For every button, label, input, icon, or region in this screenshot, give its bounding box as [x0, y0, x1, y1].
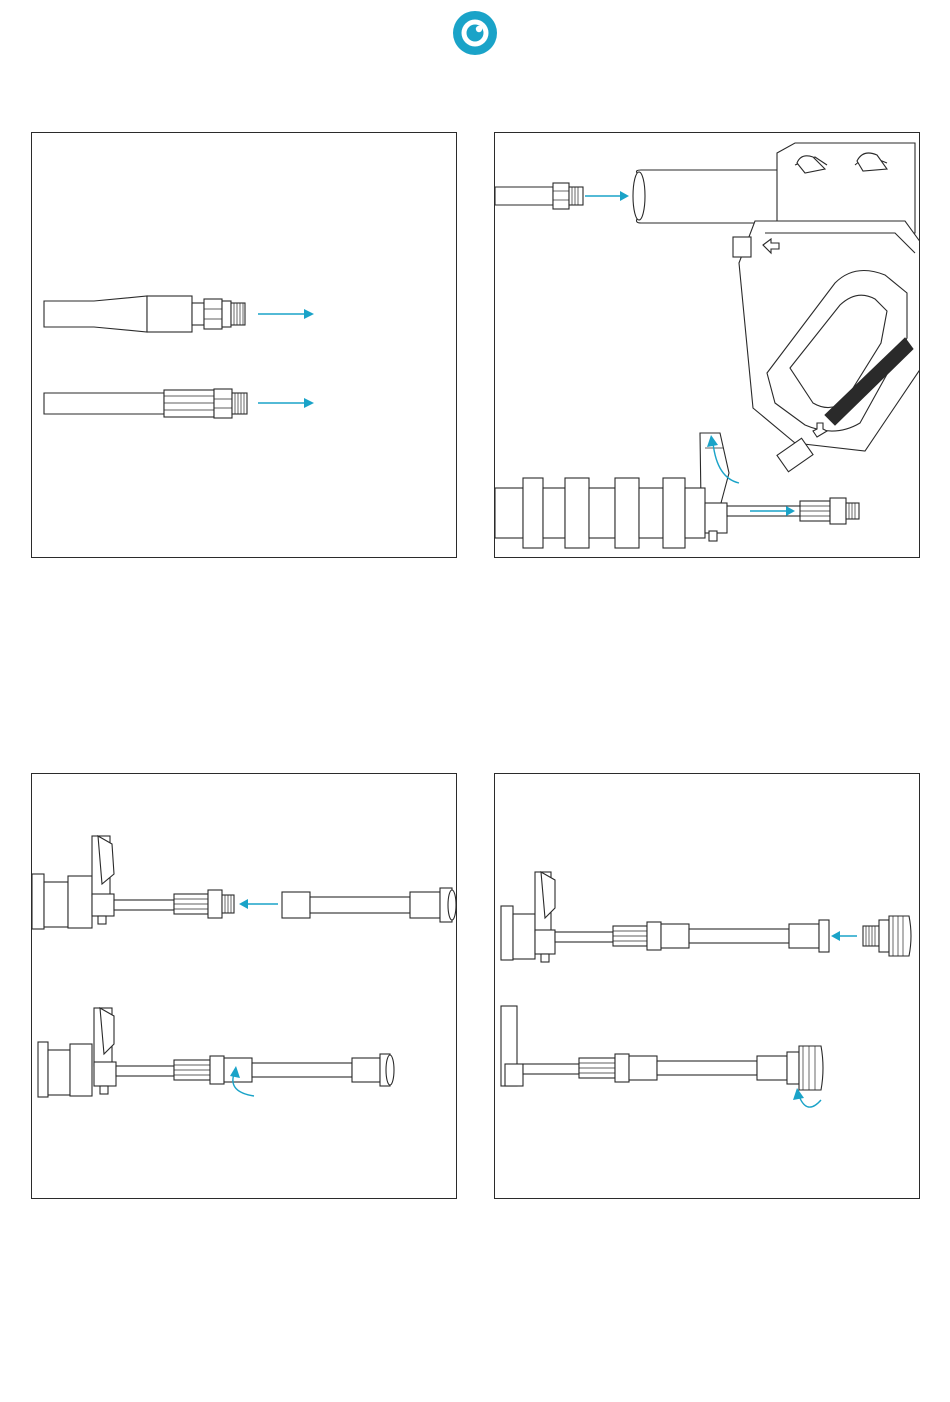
lance-extension-attach-illustration	[32, 774, 457, 1199]
step-panel-lance-extension	[31, 773, 457, 1199]
step-panel-gun-attach	[494, 132, 920, 558]
direction-arrow-icon	[239, 899, 278, 909]
gun-head-upper	[501, 872, 555, 962]
spray-gun-body	[633, 143, 920, 472]
hose-end-fitting	[495, 183, 583, 209]
lance-with-nozzle-lower	[523, 1046, 823, 1090]
gun-connector-block	[495, 478, 727, 548]
gun-head-upper	[32, 836, 114, 929]
nozzle-attach-tighten-illustration	[495, 774, 920, 1199]
direction-arrow-icon	[831, 931, 857, 941]
brand-logo-icon	[452, 10, 498, 56]
extension-wand-upper	[282, 888, 456, 922]
spray-nozzle-upper	[863, 916, 911, 956]
direction-arrow-icon	[258, 398, 314, 408]
gun-head-lower	[501, 1006, 523, 1086]
lance-tube-upper	[114, 890, 234, 918]
hose-with-crimp-fitting	[44, 296, 245, 332]
step-panel-hose-fittings	[31, 132, 457, 558]
direction-arrow-icon	[258, 309, 314, 319]
gun-inlet-attach-lance-illustration	[495, 133, 920, 558]
lance-with-extension-upper	[555, 920, 829, 952]
direction-arrow-icon	[585, 191, 629, 201]
hose-with-sleeve-fitting	[44, 389, 247, 418]
step-panel-nozzle-attach	[494, 773, 920, 1199]
gun-head-lower	[38, 1008, 116, 1097]
hose-fitting-types-illustration	[32, 133, 457, 558]
rotate-arrow-icon	[793, 1088, 821, 1107]
lance-extension-joined	[116, 1054, 394, 1086]
